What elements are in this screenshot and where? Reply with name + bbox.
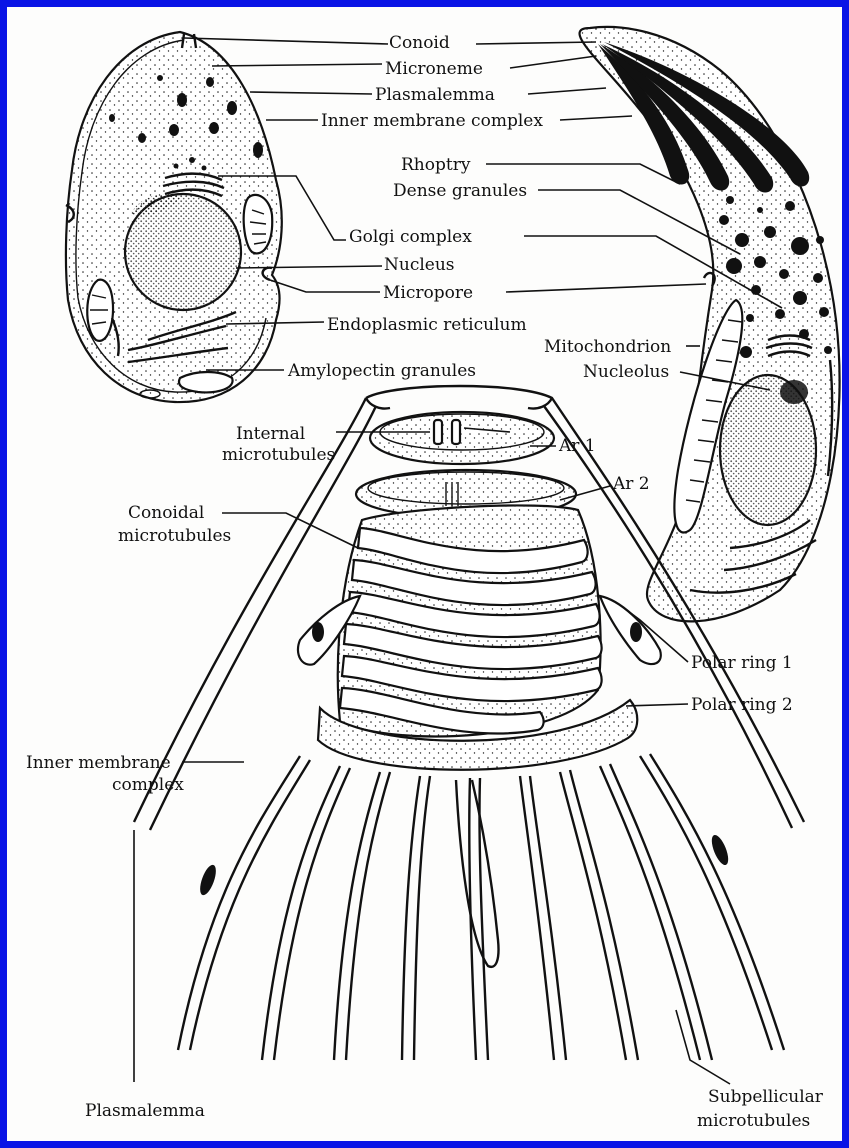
label-subpellicular-2: microtubules [697,1111,810,1131]
label-polar-ring-2: Polar ring 2 [691,695,793,715]
subpellicular-tubules [178,754,784,1060]
label-conoid: Conoid [389,33,450,53]
label-ar2: Ar 2 [612,474,650,494]
label-rhoptry: Rhoptry [401,155,471,175]
label-inner-membrane-top: Inner membrane complex [321,111,543,131]
label-nucleus: Nucleus [384,255,455,275]
label-conoidal-mt-1: Conoidal [128,503,204,523]
left-cell [66,32,282,402]
label-er: Endoplasmic reticulum [327,315,527,335]
label-mitochondrion: Mitochondrion [544,337,671,357]
label-internal-mt-1: Internal [236,424,305,444]
label-polar-ring-1: Polar ring 1 [691,653,793,673]
label-nucleolus: Nucleolus [583,362,669,382]
label-micropore: Micropore [383,283,473,303]
label-golgi: Golgi complex [349,227,472,247]
label-subpellicular-1: Subpellicular [708,1087,824,1107]
label-amylopectin: Amylopectin granules [287,361,476,381]
label-plasmalemma-top: Plasmalemma [375,85,495,105]
label-inner-membrane-bottom-1: Inner membrane [26,753,171,773]
label-inner-membrane-bottom-2: complex [112,775,184,795]
label-conoidal-mt-2: microtubules [118,526,231,546]
label-plasmalemma-bottom: Plasmalemma [85,1101,205,1121]
label-microneme: Microneme [385,59,483,79]
label-dense-granules: Dense granules [393,181,527,201]
label-ar1: Ar 1 [558,436,596,456]
label-internal-mt-2: microtubules [222,445,335,465]
